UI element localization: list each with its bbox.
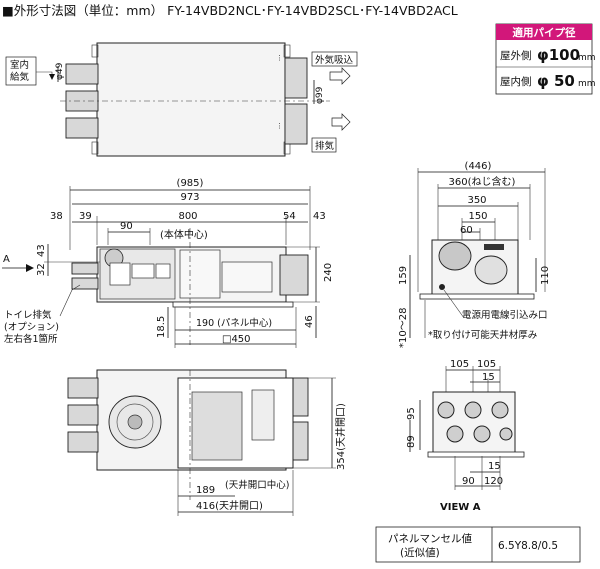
dim-973: 973 (180, 192, 199, 203)
dim-46: 46 (304, 315, 315, 328)
ceiling-panel (172, 301, 294, 308)
ceiling-opening-center-label: (天井開口中心) (225, 479, 289, 491)
indoor-diameter: φ 50 (537, 72, 575, 90)
body-center-label: (本体中心) (160, 228, 208, 241)
dim-189: 189 (196, 485, 215, 496)
dim-10-28: *10～28 (398, 308, 409, 348)
indoor-supply-pipe (65, 63, 99, 85)
heat-exchanger-grid (191, 391, 243, 461)
cable-inlet-label: 電源用電線引込み口 (462, 309, 548, 321)
view-a-label: VIEW A (440, 502, 481, 513)
option-label: (オプション) (4, 322, 59, 333)
dim-18-5: 18.5 (156, 316, 167, 338)
dim-60: 60 (460, 225, 473, 236)
outdoor-intake-label: 外気吸込 (315, 54, 354, 66)
diam-49: φ49 (55, 62, 65, 80)
outdoor-label: 屋外側 (500, 49, 532, 62)
right-side-view (409, 168, 546, 338)
dim-15-a: 15 (482, 372, 495, 383)
dim-240: 240 (323, 263, 334, 282)
dim-416-ceiling-opening: 416(天井開口) (196, 499, 263, 512)
dim-800: 800 (178, 211, 197, 222)
dim-354-ceiling-opening: 354(天井開口) (334, 403, 347, 470)
dim-38: 38 (50, 211, 63, 222)
pipe-diameter-box: 適用パイプ径 屋外側 φ100 mm 屋内側 φ 50 mm (495, 23, 596, 95)
indoor-supply-label: 室内給気 (10, 59, 30, 83)
dim-90: 90 (120, 221, 133, 232)
dim-110: 110 (540, 266, 551, 285)
drawing-title: ■外形寸法図（単位：mm） FY-14VBD2NCL･FY-14VBD2SCL･… (2, 3, 458, 18)
left-right-label: 左右各1箇所 (4, 333, 58, 345)
svg-text:⋮: ⋮ (276, 122, 283, 130)
dim-150: 150 (468, 211, 487, 222)
diam-99: φ99 (315, 86, 325, 104)
intake-arrow (329, 67, 351, 85)
dim-39: 39 (79, 211, 92, 222)
munsell-approx-label: (近似値) (400, 546, 440, 559)
dim-446: (446) (465, 161, 492, 172)
ceiling-thickness-note: *取り付け可能天井材厚み (428, 329, 537, 341)
side-view (44, 186, 320, 348)
dim-15-b: 15 (488, 461, 501, 472)
toilet-exhaust-label: トイレ排気 (4, 309, 52, 321)
dim-190-panel-center: 190 (パネル中心) (196, 317, 272, 329)
dim-89: 89 (406, 435, 417, 448)
munsell-label: パネルマンセル値 (388, 532, 472, 545)
top-view-body (96, 42, 286, 157)
dim-159: 159 (398, 266, 409, 285)
dim-360: 360(ねじ含む) (449, 175, 516, 188)
munsell-table: パネルマンセル値 (近似値) 6.5Y8.8/0.5 (375, 526, 581, 563)
munsell-value: 6.5Y8.8/0.5 (498, 540, 558, 552)
dim-43-left: 43 (36, 244, 47, 257)
indoor-label: 屋内側 (500, 75, 532, 88)
outdoor-unit: mm (578, 53, 596, 63)
dim-54: 54 (283, 211, 296, 222)
dim-450: □450 (222, 334, 251, 345)
dim-43-right: 43 (313, 211, 326, 222)
top-view: ⋮ ⋮ (60, 42, 330, 157)
screw-marks: ⋮ (276, 54, 283, 62)
dim-95: 95 (406, 407, 417, 420)
view-a-arrow-label: A (3, 254, 10, 265)
view-a-body (432, 391, 516, 455)
dim-120: 120 (484, 476, 503, 487)
exhaust-arrow (331, 113, 351, 131)
dim-32: 32 (36, 263, 47, 276)
indoor-unit: mm (578, 79, 596, 89)
dim-90-view-a: 90 (462, 476, 475, 487)
pipe-box-title: 適用パイプ径 (513, 26, 576, 39)
dim-105-b: 105 (477, 359, 496, 370)
exhaust-label: 排気 (315, 140, 335, 152)
bottom-view (67, 369, 336, 516)
toilet-pipe (65, 117, 99, 139)
outdoor-diameter: φ100 (537, 46, 580, 64)
exhaust-pipe (284, 103, 308, 145)
dim-985: (985) (177, 178, 204, 189)
outdoor-intake-pipe (284, 57, 308, 99)
dim-105-a: 105 (450, 359, 469, 370)
dim-350: 350 (467, 195, 486, 206)
view-a (409, 366, 525, 490)
